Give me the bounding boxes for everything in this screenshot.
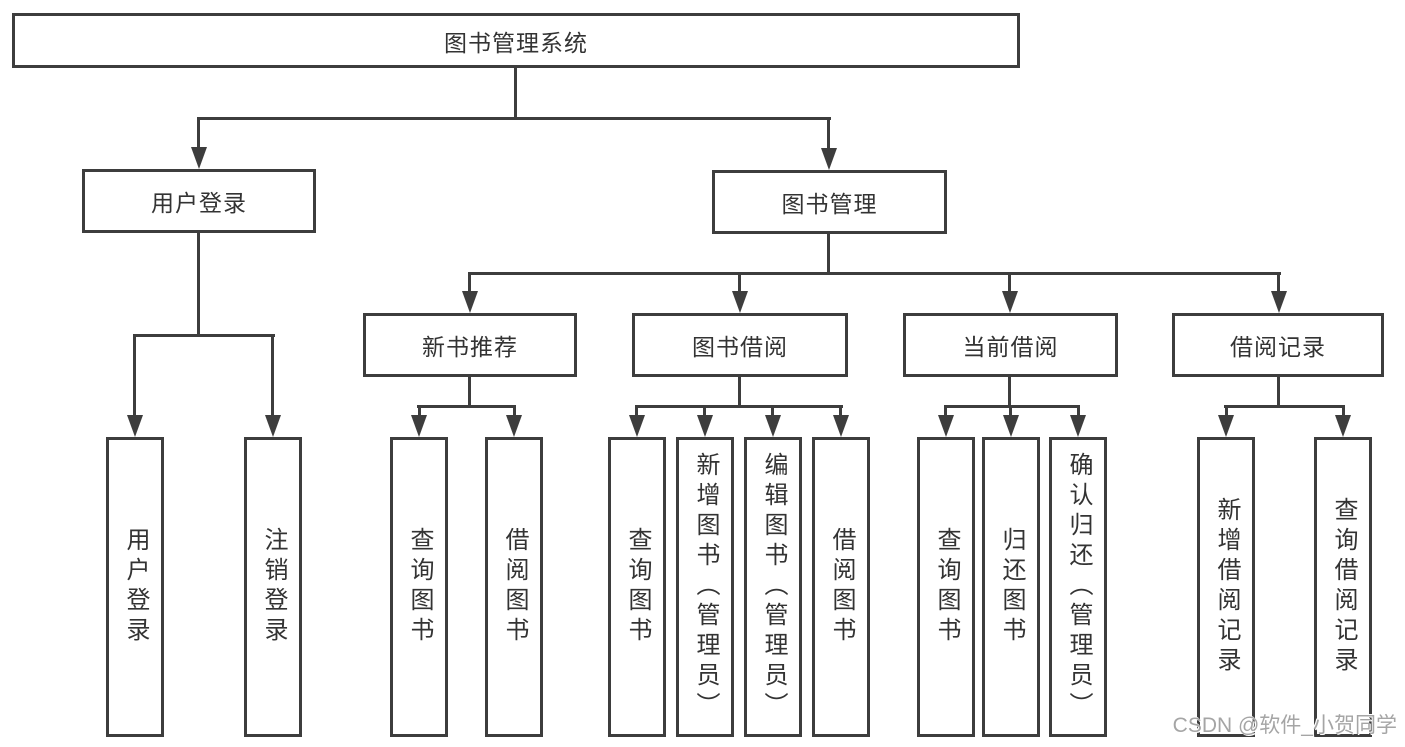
node-label: 查询图书 (406, 527, 433, 647)
csdn-watermark: CSDN @软件_小贺同学 (1172, 714, 1397, 737)
leaf-records-query-record: 查询借阅记录 (1314, 437, 1372, 737)
connector-line (771, 405, 774, 417)
arrowhead-icon (1003, 415, 1019, 437)
connector-line (1077, 405, 1080, 417)
arrowhead-icon (833, 415, 849, 437)
node-label: 新书推荐 (422, 334, 518, 360)
node-label: 新增图书（管理员） (692, 452, 719, 722)
connector-line (944, 405, 1080, 408)
node-label: 注销登录 (260, 527, 287, 647)
connector-line (827, 117, 830, 150)
node-label: 用户登录 (151, 190, 247, 216)
connector-line (703, 405, 706, 417)
leaf-borrow-add-books-admin: 新增图书（管理员） (676, 437, 734, 737)
node-label: 借阅图书 (828, 527, 855, 647)
arrowhead-icon (629, 415, 645, 437)
leaf-current-return-books: 归还图书 (982, 437, 1040, 737)
leaf-user-login: 用户登录 (106, 437, 164, 737)
arrowhead-icon (411, 415, 427, 437)
node-label: 图书管理系统 (444, 29, 588, 56)
node-label: 查询借阅记录 (1330, 497, 1357, 677)
leaf-current-confirm-return-admin: 确认归还（管理员） (1049, 437, 1107, 737)
node-book-borrowing: 图书借阅 (632, 313, 848, 377)
leaf-recommend-borrow-books: 借阅图书 (485, 437, 543, 737)
connector-line (271, 334, 274, 417)
arrowhead-icon (1271, 291, 1287, 313)
node-label: 归还图书 (998, 527, 1025, 647)
connector-line (738, 272, 741, 293)
arrowhead-icon (462, 291, 478, 313)
node-library-management-system: 图书管理系统 (12, 13, 1020, 68)
node-label: 图书借阅 (692, 334, 788, 360)
node-borrowing-records: 借阅记录 (1172, 313, 1384, 377)
leaf-current-query-books: 查询图书 (917, 437, 975, 737)
node-label: 借阅图书 (501, 527, 528, 647)
node-label: 新增借阅记录 (1213, 497, 1240, 677)
connector-line (827, 234, 830, 275)
connector-line (1224, 405, 1345, 408)
node-label: 编辑图书（管理员） (760, 452, 787, 722)
connector-line (1277, 272, 1280, 293)
leaf-logout: 注销登录 (244, 437, 302, 737)
arrowhead-icon (697, 415, 713, 437)
leaf-records-add-record: 新增借阅记录 (1197, 437, 1255, 737)
node-book-management: 图书管理 (712, 170, 947, 234)
connector-line (1009, 405, 1012, 417)
node-user-login: 用户登录 (82, 169, 316, 233)
leaf-recommend-query-books: 查询图书 (390, 437, 448, 737)
arrowhead-icon (821, 148, 837, 170)
connector-line (944, 405, 947, 417)
connector-line (468, 272, 471, 293)
leaf-borrow-query-books: 查询图书 (608, 437, 666, 737)
connector-line (197, 233, 200, 336)
leaf-borrow-borrow-books: 借阅图书 (812, 437, 870, 737)
arrowhead-icon (1218, 415, 1234, 437)
arrowhead-icon (1070, 415, 1086, 437)
connector-line (738, 377, 741, 408)
node-current-borrowing: 当前借阅 (903, 313, 1118, 377)
connector-line (417, 405, 516, 408)
arrowhead-icon (506, 415, 522, 437)
node-label: 确认归还（管理员） (1065, 452, 1092, 722)
connector-line (839, 405, 842, 417)
connector-line (635, 405, 638, 417)
arrowhead-icon (732, 291, 748, 313)
leaf-borrow-edit-books-admin: 编辑图书（管理员） (744, 437, 802, 737)
connector-line (133, 334, 136, 417)
arrowhead-icon (265, 415, 281, 437)
arrowhead-icon (1335, 415, 1351, 437)
connector-line (1342, 405, 1345, 417)
arrowhead-icon (127, 415, 143, 437)
connector-line (513, 405, 516, 417)
connector-line (1008, 377, 1011, 408)
connector-line (197, 117, 831, 120)
node-label: 当前借阅 (962, 334, 1059, 360)
connector-line (1225, 405, 1228, 417)
node-new-book-recommendation: 新书推荐 (363, 313, 577, 377)
arrowhead-icon (765, 415, 781, 437)
connector-line (1277, 377, 1280, 408)
arrowhead-icon (938, 415, 954, 437)
node-label: 图书管理 (781, 191, 878, 217)
connector-line (133, 334, 275, 337)
connector-line (514, 68, 517, 119)
node-label: 查询图书 (933, 527, 960, 647)
connector-line (197, 117, 200, 150)
connector-line (468, 272, 1281, 275)
connector-line (1008, 272, 1011, 293)
node-label: 用户登录 (122, 527, 149, 647)
node-label: 查询图书 (624, 527, 651, 647)
node-label: 借阅记录 (1230, 334, 1326, 360)
connector-line (635, 405, 843, 408)
connector-line (468, 377, 471, 408)
arrowhead-icon (1002, 291, 1018, 313)
connector-line (418, 405, 421, 417)
arrowhead-icon (191, 147, 207, 169)
